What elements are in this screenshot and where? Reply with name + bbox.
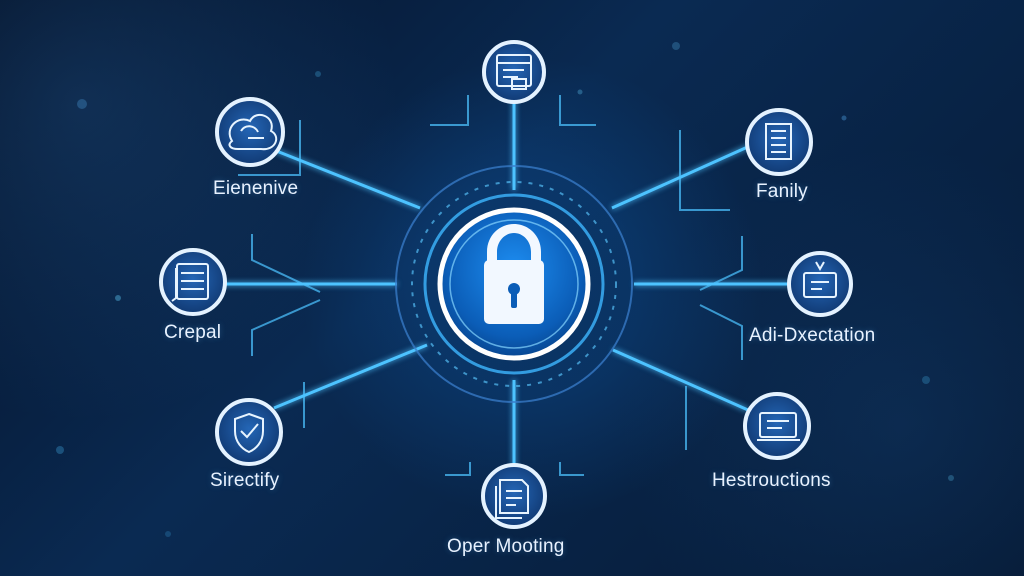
node-label-bottom-center: Oper Mooting [447, 536, 565, 557]
node-mid-left [159, 248, 227, 316]
node-top-left [215, 97, 285, 167]
background-particles [56, 42, 954, 537]
building-icon [765, 123, 792, 160]
node-label-top-right: Fanily [756, 181, 808, 202]
server-stack-icon [171, 263, 209, 302]
shield-icon [234, 412, 264, 454]
node-label-top-left: Eienenive [213, 178, 299, 199]
node-bottom-center [481, 463, 547, 529]
center-rings [395, 165, 633, 403]
node-bottom-right [743, 392, 811, 460]
monitor-checklist-icon [757, 412, 800, 441]
document-stack-icon [495, 479, 529, 519]
decorative-circuit-lines [238, 95, 743, 476]
node-bottom-left [215, 398, 283, 466]
node-label-bottom-left: Sirectify [210, 470, 280, 491]
lock-icon [484, 224, 544, 324]
node-mid-right [787, 251, 853, 317]
browser-window-icon [496, 54, 532, 90]
cloud-network-icon [228, 113, 278, 151]
device-dashboard-icon [803, 261, 837, 298]
node-top-center [482, 40, 546, 104]
node-label-mid-left: Crepal [164, 322, 222, 343]
node-top-right [745, 108, 813, 176]
node-label-mid-right: Adi-Dxectation [749, 325, 876, 346]
node-label-bottom-right: Hestrouctions [712, 470, 831, 491]
diagram-nodes [159, 40, 853, 529]
connector-lines [214, 96, 790, 470]
